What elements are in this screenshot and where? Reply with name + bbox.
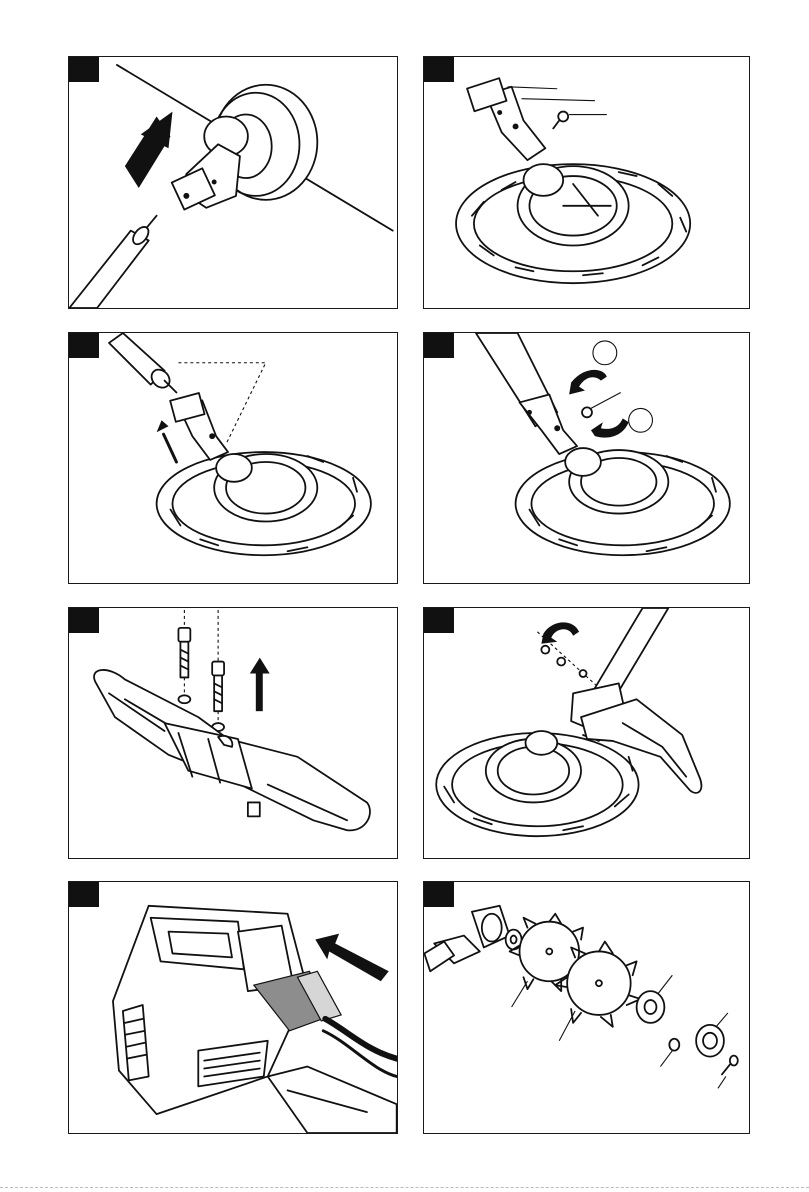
panel-8 [423, 881, 750, 1134]
blade-exploded-view-illustration [424, 882, 749, 1133]
shaft-insert-illustration [69, 333, 397, 583]
trimmer-head-attach-illustration [69, 57, 397, 308]
panel-3 [68, 332, 398, 584]
panel-5 [68, 607, 398, 859]
guard-screws-illustration [69, 608, 397, 858]
guard-mount-illustration [424, 608, 749, 858]
panel-1 [68, 56, 398, 309]
panel-7 [68, 881, 398, 1134]
blade-guard-parts-illustration [424, 57, 749, 308]
battery-connector-illustration [69, 882, 397, 1133]
screw-tighten-illustration [424, 333, 749, 583]
panel-2 [423, 56, 750, 309]
panel-6 [423, 607, 750, 859]
page-footer-rule [0, 1184, 809, 1192]
panel-4 [423, 332, 750, 584]
